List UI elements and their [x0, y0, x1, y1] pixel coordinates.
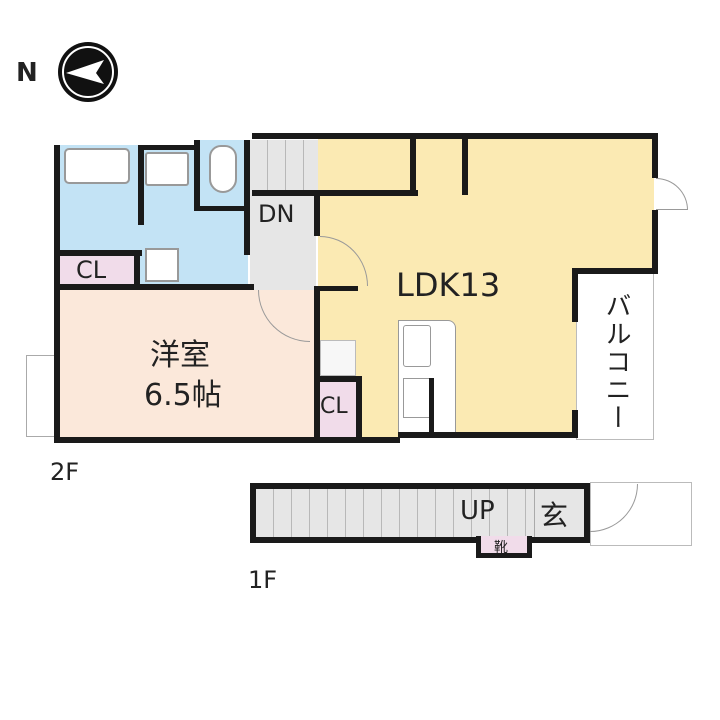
bedroom-label-line2: 6.5帖: [144, 378, 222, 413]
compass-letter: N: [16, 58, 38, 88]
closet-mid-label: CL: [320, 394, 348, 419]
wall: [574, 268, 658, 274]
stairs-up[interactable]: [250, 483, 590, 543]
balcony-door[interactable]: [656, 178, 688, 210]
wall: [572, 410, 578, 438]
wall: [356, 376, 362, 438]
closet-left-label: CL: [76, 256, 107, 284]
kitchen-counter: [398, 320, 456, 435]
entrance-label: 玄: [540, 499, 569, 532]
wall: [140, 145, 200, 150]
wall: [398, 432, 576, 438]
stairs-landing: [250, 195, 316, 290]
north-arrow-icon: [56, 40, 120, 104]
wall: [410, 139, 416, 195]
bedroom-label-line1: 洋室: [150, 338, 210, 373]
shoe-box: [476, 536, 532, 558]
wall: [462, 139, 468, 195]
floor-label-2f: 2F: [50, 458, 80, 486]
toilet-icon: [209, 145, 237, 193]
wall: [429, 378, 434, 434]
stairs-down-label: DN: [258, 200, 295, 228]
wall: [194, 140, 200, 210]
pantry-box: [320, 340, 356, 376]
wall: [58, 284, 254, 290]
floor-label-1f: 1F: [248, 566, 278, 594]
ldk-upper-right: [464, 137, 654, 194]
wall: [252, 133, 658, 139]
wall: [244, 140, 250, 255]
wall: [54, 145, 60, 442]
wall: [572, 268, 578, 322]
stairs-up-label: UP: [460, 496, 495, 526]
wall: [138, 145, 144, 225]
wall: [58, 250, 142, 256]
closet-left: [58, 253, 136, 288]
wall: [652, 133, 658, 178]
wall: [194, 206, 246, 211]
wall: [314, 196, 320, 236]
washbasin-icon: [145, 152, 189, 186]
wall: [652, 210, 658, 272]
bathtub-icon: [64, 148, 130, 184]
entrance: [534, 489, 584, 537]
wall: [316, 376, 360, 382]
sink-icon: [403, 325, 431, 367]
washing-machine-icon: [145, 248, 179, 282]
wall: [316, 286, 358, 291]
wall: [314, 286, 320, 438]
wall: [54, 437, 400, 443]
closet-mid: [318, 382, 358, 437]
shoe-box-label: 靴: [494, 540, 508, 556]
wall: [252, 190, 418, 196]
balcony-label: バルコニー: [601, 292, 631, 432]
balcony: [576, 268, 654, 440]
wall: [134, 250, 140, 288]
ldk-label: LDK13: [396, 266, 501, 304]
